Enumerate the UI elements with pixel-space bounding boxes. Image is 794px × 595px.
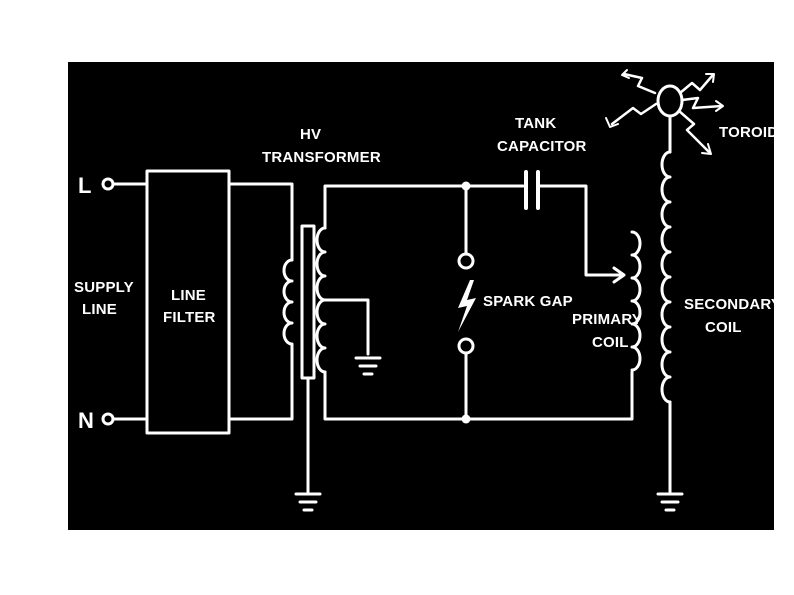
spark-gap-label: SPARK GAP (483, 293, 573, 310)
filter-bottom-wire (227, 343, 294, 421)
filter-top-wire (227, 182, 294, 262)
secondary-coil (660, 150, 672, 404)
toroid-label: TOROID (719, 124, 778, 141)
secondary-ground-icon (656, 492, 684, 512)
supply-line-label-1: SUPPLY (74, 279, 134, 296)
discharge-sparks-icon (605, 69, 724, 155)
tap-arrow-icon (612, 266, 626, 284)
primary-coil-label-2: COIL (592, 334, 629, 351)
supply-line-label-2: LINE (82, 301, 117, 318)
hv-transformer-label-1: HV (300, 126, 321, 143)
hv-transformer (282, 224, 327, 494)
line-filter-label-1: LINE (171, 287, 206, 304)
line-filter-label-2: FILTER (163, 309, 216, 326)
hv-top-wire (323, 184, 525, 230)
primary-coil (630, 230, 642, 372)
center-tap-ground-icon (354, 356, 382, 376)
hv-transformer-label-2: TRANSFORMER (262, 149, 381, 166)
primary-coil-label-1: PRIMARY (572, 311, 642, 328)
line-filter-box (145, 169, 231, 435)
tank-capacitor-label-2: CAPACITOR (497, 138, 587, 155)
tank-capacitor-label-1: TANK (515, 115, 556, 132)
secondary-coil-label-2: COIL (705, 319, 742, 336)
secondary-coil-label-1: SECONDARY (684, 296, 781, 313)
live-label: L (78, 173, 92, 198)
center-tap-wire (323, 298, 370, 356)
transformer-primary-winding (282, 258, 294, 346)
tank-capacitor (524, 170, 540, 210)
neutral-label: N (78, 408, 94, 433)
hv-bottom-wire (323, 370, 634, 421)
diagram-panel (68, 62, 774, 530)
spark-bolt-icon (458, 280, 476, 332)
transformer-core (300, 224, 316, 380)
live-terminal (101, 177, 149, 191)
spark-gap (457, 184, 476, 421)
transformer-ground-icon (294, 492, 322, 512)
capacitor-to-tap-wire (538, 184, 622, 277)
neutral-terminal (101, 412, 149, 426)
